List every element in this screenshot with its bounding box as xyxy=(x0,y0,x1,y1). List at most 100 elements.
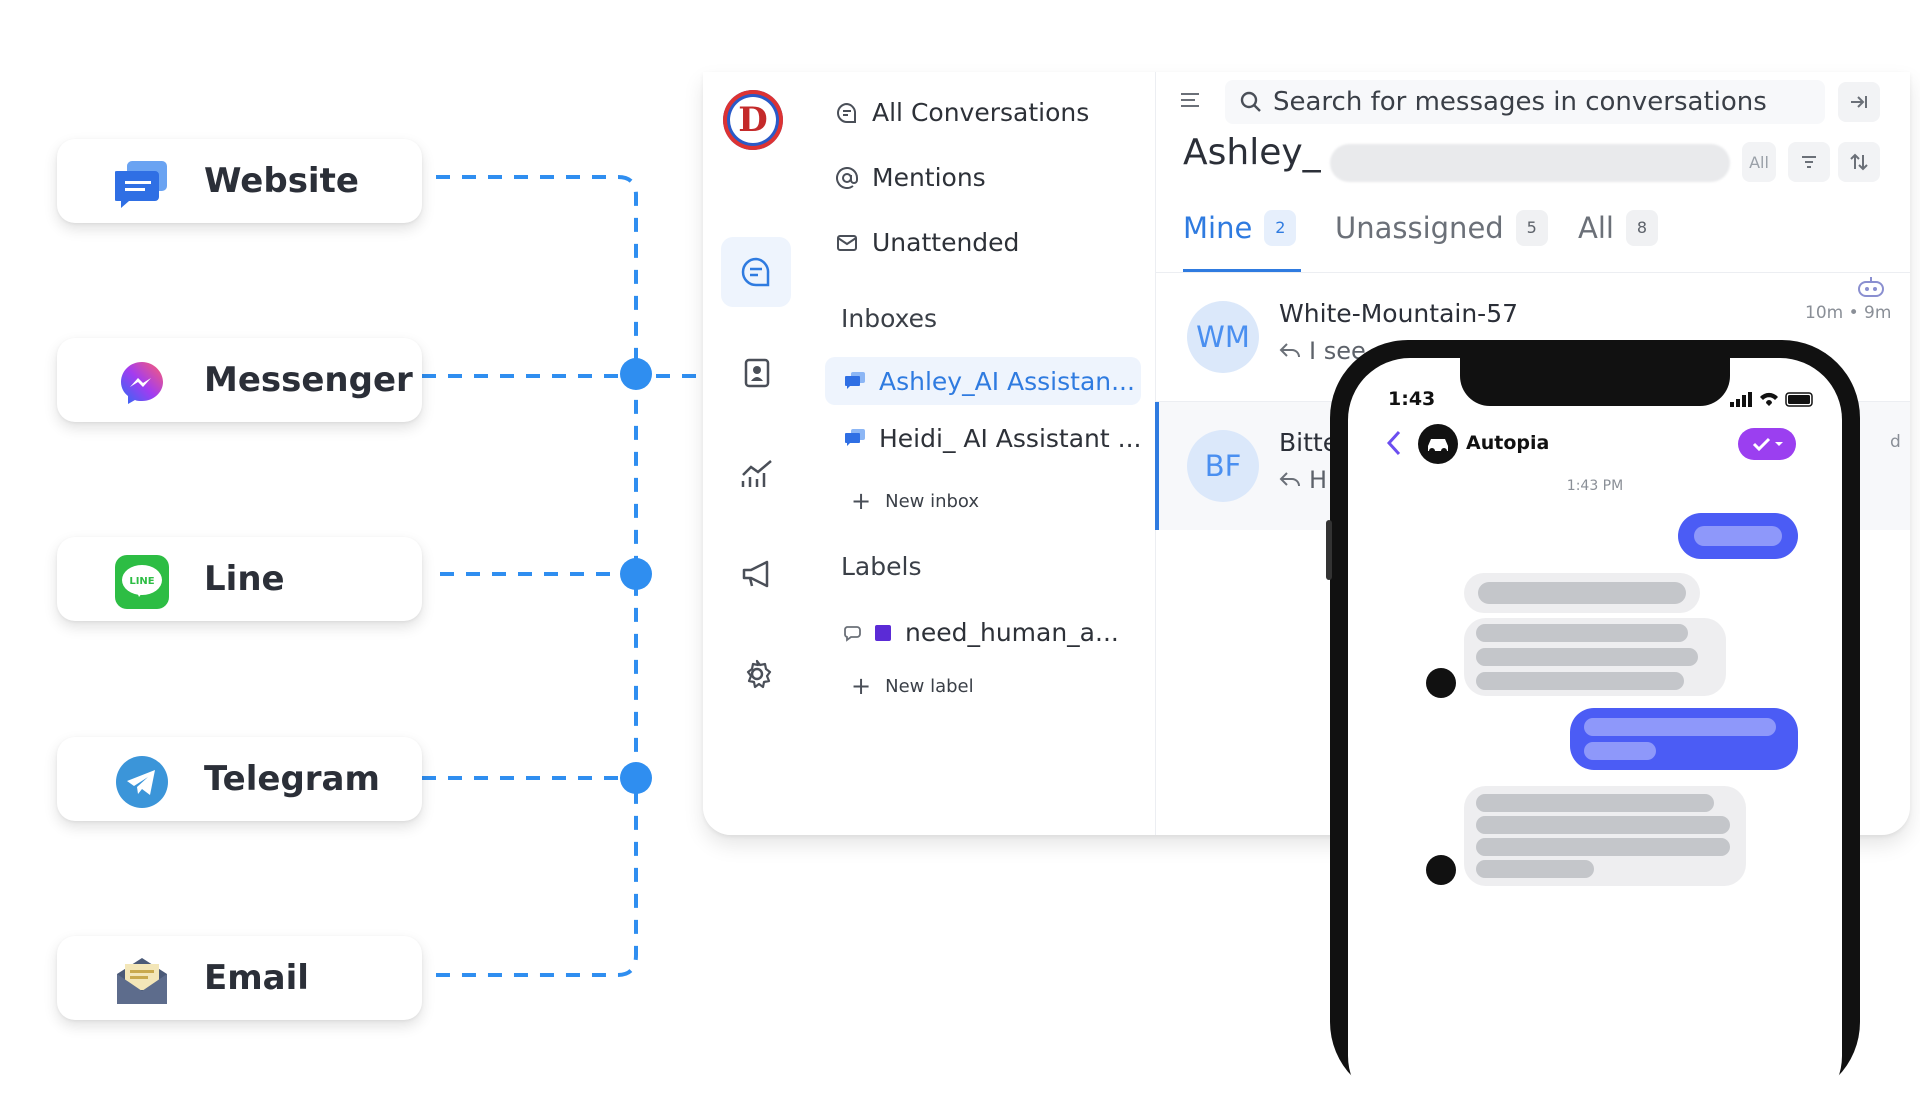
website-chat-icon xyxy=(845,429,865,446)
channel-card-telegram[interactable]: Telegram xyxy=(57,737,422,821)
active-conversation-marker xyxy=(1155,402,1159,530)
new-label-button[interactable]: + New label xyxy=(851,672,974,700)
contact-book-icon xyxy=(744,358,770,388)
messenger-icon xyxy=(115,356,169,410)
channel-card-email[interactable]: Email xyxy=(57,936,422,1020)
bot-icon xyxy=(1855,276,1887,304)
channel-card-line[interactable]: LINE Line xyxy=(57,537,422,621)
plus-icon: + xyxy=(851,487,872,515)
label-color-swatch xyxy=(875,624,891,641)
tab-count: 5 xyxy=(1515,210,1548,246)
telegram-icon xyxy=(115,755,169,809)
conversation-time: 10m • 9m xyxy=(1805,303,1892,323)
search-icon xyxy=(1240,91,1261,112)
incoming-message xyxy=(1464,786,1746,886)
conversation-preview: I see xyxy=(1279,337,1366,365)
resolve-button[interactable] xyxy=(1738,428,1796,460)
tab-count: 2 xyxy=(1264,210,1297,246)
reply-icon xyxy=(1279,472,1300,487)
nav-item-mentions[interactable]: Mentions xyxy=(836,163,986,192)
active-tab-underline xyxy=(1183,269,1301,272)
nav-item-label: Unattended xyxy=(872,228,1020,257)
search-placeholder: Search for messages in conversations xyxy=(1273,87,1767,117)
connector-lines xyxy=(422,175,700,977)
title-redaction xyxy=(1330,144,1730,182)
sort-button[interactable] xyxy=(1838,142,1880,182)
back-chevron-icon[interactable] xyxy=(1386,430,1402,460)
bot-avatar xyxy=(1426,855,1456,885)
label-item-need-human[interactable]: need_human_a... xyxy=(843,618,1119,647)
rail-campaigns-button[interactable] xyxy=(731,548,783,600)
status-icons xyxy=(1730,390,1816,412)
tab-label: All xyxy=(1578,211,1614,245)
phone-screen: 1:43 Autopia 1:43 PM xyxy=(1348,358,1842,1118)
envelope-icon xyxy=(837,234,857,251)
nav-item-label: Mentions xyxy=(872,163,986,192)
channel-label: Telegram xyxy=(204,759,380,799)
avatar: WM xyxy=(1187,301,1259,373)
filter-all-button[interactable]: All xyxy=(1742,142,1776,182)
phone-mockup: 1:43 Autopia 1:43 PM xyxy=(1326,340,1860,1118)
filter-button[interactable] xyxy=(1788,142,1830,182)
message-time: 1:43 PM xyxy=(1566,478,1624,494)
search-bar[interactable]: Search for messages in conversations xyxy=(1225,80,1825,124)
nav-item-all-conversations[interactable]: All Conversations xyxy=(836,98,1089,127)
connector-dot-messenger xyxy=(620,358,652,390)
tab-unassigned[interactable]: Unassigned 5 xyxy=(1335,210,1548,246)
labels-heading: Labels xyxy=(841,552,922,581)
divider xyxy=(1155,272,1910,273)
app-logo[interactable]: D xyxy=(723,90,783,150)
conversation-item[interactable]: WM White-Mountain-57 I see 10m • 9m xyxy=(1155,273,1910,401)
channel-label: Email xyxy=(204,958,309,998)
website-chat-icon xyxy=(845,372,865,389)
tab-label: Unassigned xyxy=(1335,211,1504,245)
nav-item-label: All Conversations xyxy=(872,98,1090,127)
rail-reports-button[interactable] xyxy=(731,448,783,500)
rail-contacts-button[interactable] xyxy=(731,347,783,399)
channel-card-website[interactable]: Website xyxy=(57,139,422,223)
reply-icon xyxy=(1279,343,1300,358)
chat-outline-icon xyxy=(844,625,861,642)
phone-notch xyxy=(1460,358,1730,406)
status-time: 1:43 xyxy=(1388,388,1436,410)
new-inbox-button[interactable]: + New inbox xyxy=(851,487,979,515)
tab-all[interactable]: All 8 xyxy=(1578,210,1658,246)
channel-label: Line xyxy=(204,559,285,599)
incoming-message xyxy=(1464,618,1726,696)
chat-icon xyxy=(837,102,857,123)
collapse-panel-button[interactable] xyxy=(1838,82,1880,122)
contact-name: Autopia xyxy=(1466,432,1550,454)
preview-text: H xyxy=(1309,466,1328,494)
line-icon: LINE xyxy=(115,555,169,609)
new-inbox-label: New inbox xyxy=(885,490,980,512)
rail-conversations-button[interactable] xyxy=(721,237,791,307)
inbox-label: Heidi_ AI Assistant ... xyxy=(879,423,1141,453)
tab-mine[interactable]: Mine 2 xyxy=(1183,210,1297,246)
label-name: need_human_a... xyxy=(905,618,1119,647)
arrow-right-bar-icon xyxy=(1851,96,1867,108)
channel-card-messenger[interactable]: Messenger xyxy=(57,338,422,422)
channel-label: Website xyxy=(204,161,359,201)
icon-rail: D xyxy=(703,72,810,835)
conversation-name: White-Mountain-57 xyxy=(1279,299,1519,328)
nav-item-unattended[interactable]: Unattended xyxy=(836,228,1019,257)
conversation-name: Bitte xyxy=(1279,428,1339,457)
inbox-item-ashley[interactable]: Ashley_AI Assistan... xyxy=(825,357,1141,405)
phone-side-button xyxy=(1326,520,1332,580)
bot-avatar xyxy=(1426,668,1456,698)
inboxes-heading: Inboxes xyxy=(841,304,938,333)
megaphone-icon xyxy=(742,560,769,588)
menu-icon[interactable] xyxy=(1180,92,1200,112)
new-label-label: New label xyxy=(885,675,974,697)
rail-settings-button[interactable] xyxy=(731,648,783,700)
svg-text:LINE: LINE xyxy=(129,576,154,587)
connector-dot-line xyxy=(620,558,652,590)
conversation-preview: H xyxy=(1279,466,1327,494)
inbox-item-heidi[interactable]: Heidi_ AI Assistant ... xyxy=(825,414,1141,462)
gear-icon xyxy=(746,659,772,689)
website-chat-icon xyxy=(115,157,169,211)
outgoing-message xyxy=(1678,513,1798,559)
check-chevron-icon xyxy=(1752,437,1783,452)
connector-dot-telegram xyxy=(620,762,652,794)
outgoing-message xyxy=(1570,708,1798,770)
